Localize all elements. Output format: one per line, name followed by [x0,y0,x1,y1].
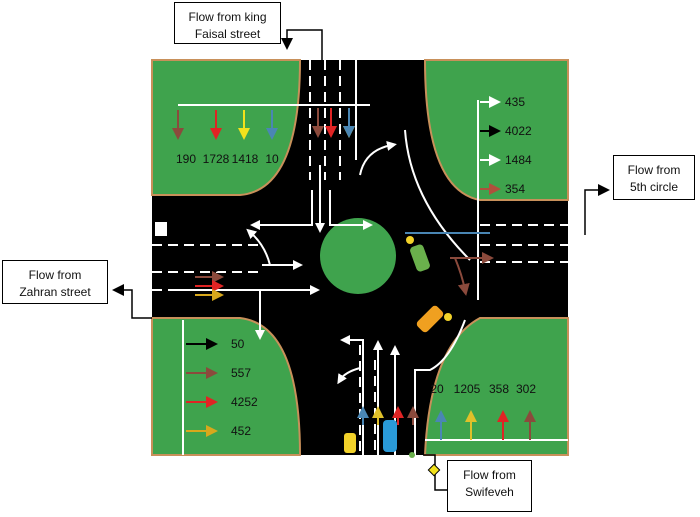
west-connector [112,284,152,319]
green-car [410,244,430,272]
traffic-signal-icon [155,222,167,236]
east-flow-label: Flow from 5th circle [613,155,695,200]
flow-value: 190 [176,152,196,166]
orange-car [416,305,444,333]
flow-value: 435 [505,95,525,109]
label-line: Swifeveh [465,485,514,499]
connector-dot [409,452,415,458]
south-flow-label: Flow from Swifeveh [447,460,532,512]
blue-car [383,420,397,452]
flow-value: 1205 [454,382,481,396]
label-line: Faisal street [194,27,261,41]
brown-flow-arrow [454,257,470,296]
grass-nw [151,59,302,196]
marker-dot [406,236,414,244]
west-flow-label: Flow from Zahran street [2,260,108,304]
flow-value: 10 [265,152,279,166]
flow-value: 358 [489,382,509,396]
label-line: Flow from king [188,10,267,24]
flow-value: 4022 [505,124,532,138]
label-line: Flow from [28,268,82,282]
label-line: 5th circle [629,180,679,194]
grass-sw [151,317,302,456]
marker-dot [444,313,452,321]
flow-value: 50 [231,337,245,351]
flow-value: 354 [505,182,525,196]
label-line: Zahran street [19,285,91,299]
flow-value: 1728 [203,152,230,166]
north-connector [281,29,323,60]
flow-value: 557 [231,366,251,380]
flow-value: 302 [516,382,536,396]
connector-diamond [427,463,441,477]
roundabout [320,218,396,294]
north-flow-label: Flow from king Faisal street [174,2,281,44]
label-line: Flow from [463,468,516,482]
label-line: Flow from [627,163,681,177]
flow-value: 452 [231,424,251,438]
flow-value: 4252 [231,395,258,409]
flow-value: 1484 [505,153,532,167]
yellow-car [344,433,356,453]
flow-value: 1418 [232,152,259,166]
east-connector [584,184,610,235]
flow-value: 20 [430,382,444,396]
